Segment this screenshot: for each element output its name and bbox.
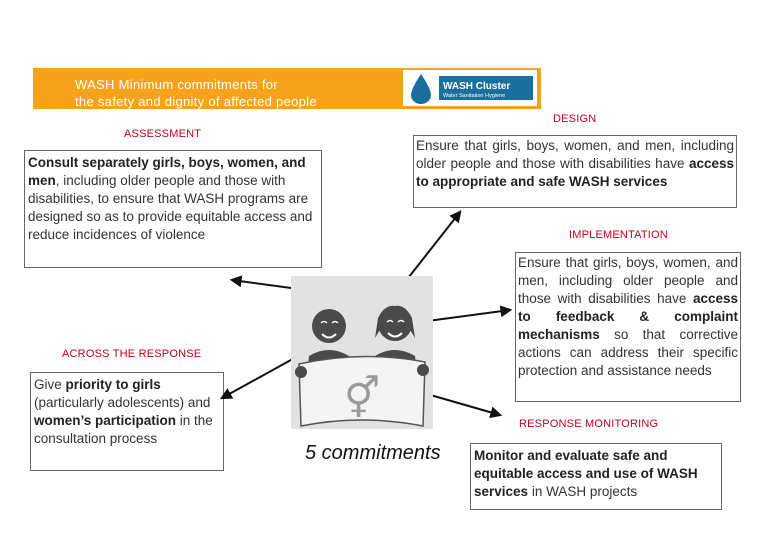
gender-symbol-icon: ⚥: [344, 375, 380, 422]
girls-sign-illustration: ⚥: [291, 276, 433, 429]
arrow-to-design: [405, 212, 460, 282]
arrow-to-implementation: [420, 310, 510, 322]
commitments-caption: 5 commitments: [305, 442, 441, 465]
